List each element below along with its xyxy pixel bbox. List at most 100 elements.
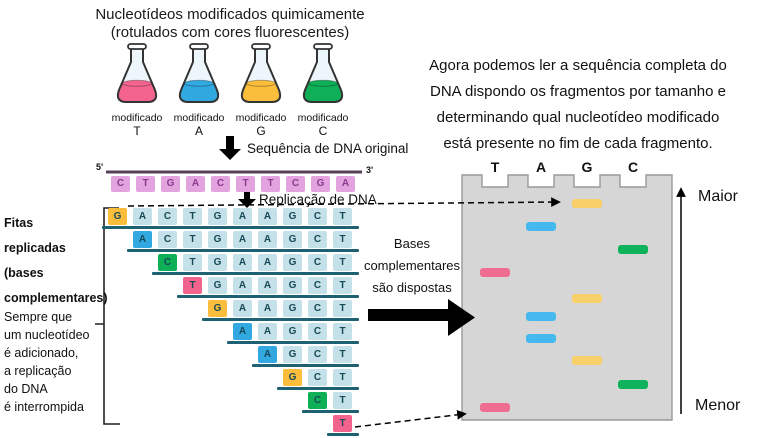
- base-G: G: [208, 254, 227, 271]
- flask-label-G: modificado: [235, 112, 287, 124]
- gel-band-G: [572, 356, 602, 365]
- base-A: A: [233, 254, 252, 271]
- replication-label: Replicação de DNA: [259, 192, 377, 207]
- base-T: T: [333, 392, 352, 409]
- base-A: A: [233, 231, 252, 248]
- size-min-label: Menor: [695, 397, 741, 414]
- template-base-C: C: [111, 176, 130, 192]
- base-C: C: [308, 369, 327, 386]
- note-line: um nucleotídeo: [4, 328, 90, 342]
- size-max-label: Maior: [698, 188, 739, 205]
- template-base-G: G: [161, 176, 180, 192]
- five-prime-label: 5': [96, 162, 104, 172]
- modified-base-A: A: [233, 323, 252, 340]
- gel-slab: [461, 174, 673, 421]
- flask-label-C: modificado: [297, 112, 349, 124]
- strand-underline: [277, 387, 359, 390]
- gel-band-G: [572, 294, 602, 303]
- base-T: T: [333, 208, 352, 225]
- base-C: C: [308, 300, 327, 317]
- base-A: A: [233, 300, 252, 317]
- base-C: C: [308, 346, 327, 363]
- template-base-C: C: [211, 176, 230, 192]
- base-A: A: [133, 208, 152, 225]
- gel-band-C: [618, 245, 648, 254]
- strand-underline: [152, 272, 359, 275]
- gel-band-G: [572, 199, 602, 208]
- base-G: G: [283, 323, 302, 340]
- base-G: G: [208, 208, 227, 225]
- template-base-G: G: [311, 176, 330, 192]
- strand-underline: [327, 433, 359, 436]
- flask-label-A: modificado: [173, 112, 225, 124]
- base-A: A: [258, 231, 277, 248]
- dashed-arrow-longest-fragment: [127, 197, 561, 207]
- template-base-T: T: [261, 176, 280, 192]
- flask-C: [295, 42, 351, 108]
- label-line: complementares): [4, 291, 108, 305]
- original-sequence-label: Sequência de DNA original: [247, 141, 409, 156]
- template-base-C: C: [286, 176, 305, 192]
- flask-base-letter-T: T: [133, 124, 141, 138]
- flask-base-letter-A: A: [194, 124, 203, 138]
- base-C: C: [308, 231, 327, 248]
- gel-band-C: [618, 380, 648, 389]
- base-G: G: [283, 254, 302, 271]
- base-A: A: [258, 254, 277, 271]
- gel-band-T: [480, 268, 510, 277]
- label-line: Bases: [393, 236, 431, 251]
- base-T: T: [333, 254, 352, 271]
- note-line: é interrompida: [4, 400, 84, 414]
- flask-icon: [178, 43, 220, 103]
- flask-base-letter-G: G: [256, 124, 266, 138]
- strand-underline: [177, 295, 359, 298]
- base-A: A: [258, 323, 277, 340]
- base-T: T: [333, 300, 352, 317]
- diagram-title: Nucleotídeos modificados quimicamente (r…: [55, 6, 405, 42]
- base-A: A: [233, 208, 252, 225]
- base-T: T: [333, 277, 352, 294]
- base-T: T: [333, 323, 352, 340]
- note-line: Sempre que: [4, 310, 73, 324]
- modified-base-C: C: [308, 392, 327, 409]
- gel-lane-label-A: A: [535, 159, 547, 175]
- base-T: T: [333, 231, 352, 248]
- base-C: C: [308, 323, 327, 340]
- paragraph-line: Agora podemos ler a sequência completa d…: [429, 57, 727, 74]
- base-C: C: [308, 254, 327, 271]
- modified-base-C: C: [158, 254, 177, 271]
- flask-T: [109, 42, 165, 108]
- flask-icon: [116, 43, 158, 103]
- flask-base-letter-C: C: [318, 124, 328, 138]
- strand-underline: [252, 364, 359, 367]
- label-line: complementares: [363, 258, 461, 273]
- paragraph-line: determinando qual nucleotídeo modificado: [436, 109, 720, 126]
- dashed-arrow-shortest-fragment: [354, 409, 467, 428]
- label-line: replicadas: [4, 241, 66, 255]
- base-G: G: [283, 208, 302, 225]
- modified-base-T: T: [183, 277, 202, 294]
- base-A: A: [233, 277, 252, 294]
- base-T: T: [183, 208, 202, 225]
- modified-base-G: G: [108, 208, 127, 225]
- strand-underline: [227, 341, 359, 344]
- modified-base-A: A: [258, 346, 277, 363]
- title-line-1: Nucleotídeos modificados quimicamente: [95, 6, 365, 23]
- down-arrow-icon: [238, 190, 256, 208]
- flask-icon: [302, 43, 344, 103]
- base-C: C: [308, 208, 327, 225]
- base-G: G: [208, 231, 227, 248]
- base-A: A: [258, 300, 277, 317]
- note-line: é adicionado,: [4, 346, 79, 360]
- base-G: G: [283, 231, 302, 248]
- base-T: T: [183, 231, 202, 248]
